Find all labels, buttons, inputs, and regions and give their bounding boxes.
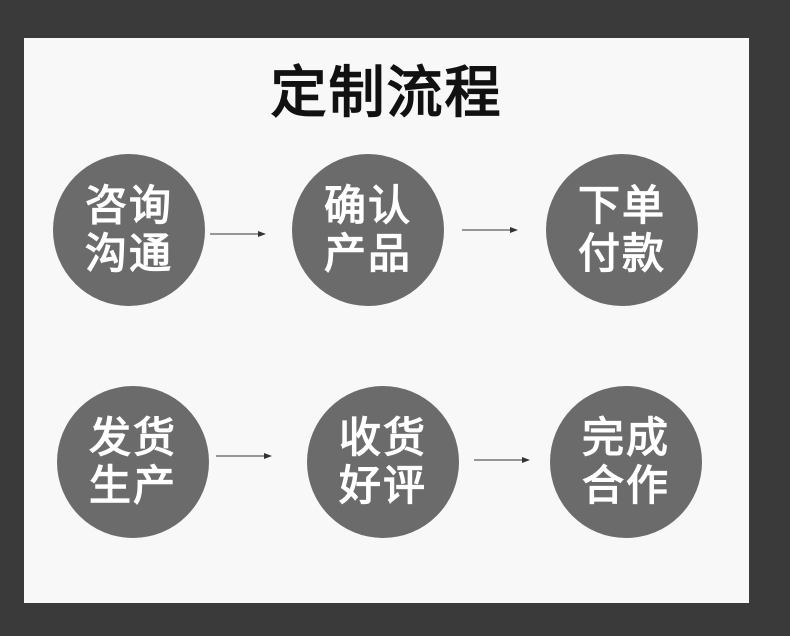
step-label-line2: 产品 xyxy=(323,229,412,278)
arrow-right-icon xyxy=(210,229,266,239)
step-label-line2: 沟通 xyxy=(84,229,173,278)
arrow-right-icon xyxy=(216,451,272,461)
step-label-line1: 下单 xyxy=(577,181,666,230)
step-label-line1: 完成 xyxy=(581,413,670,462)
step-label-line1: 收货 xyxy=(338,413,427,462)
arrow-right-icon xyxy=(462,225,518,235)
step-label-line1: 确认 xyxy=(323,181,412,230)
step-confirm-product: 确认 产品 xyxy=(292,154,444,306)
step-receive-review: 收货 好评 xyxy=(307,386,459,538)
page-title: 定制流程 xyxy=(270,61,503,126)
step-label-line2: 合作 xyxy=(581,461,670,510)
step-complete-cooperation: 完成 合作 xyxy=(550,386,702,538)
step-label-line1: 发货 xyxy=(88,413,177,462)
step-consult: 咨询 沟通 xyxy=(53,154,205,306)
step-order-payment: 下单 付款 xyxy=(546,154,698,306)
step-label-line2: 生产 xyxy=(88,461,177,510)
step-ship-produce: 发货 生产 xyxy=(57,386,209,538)
step-label-line2: 付款 xyxy=(577,229,666,278)
process-panel: 定制流程 咨询 沟通 确认 产品 下单 付款 发货 生产 收货 好评 完成 合作 xyxy=(24,38,749,603)
step-label-line1: 咨询 xyxy=(84,181,173,230)
step-label-line2: 好评 xyxy=(338,461,427,510)
arrow-right-icon xyxy=(474,455,530,465)
